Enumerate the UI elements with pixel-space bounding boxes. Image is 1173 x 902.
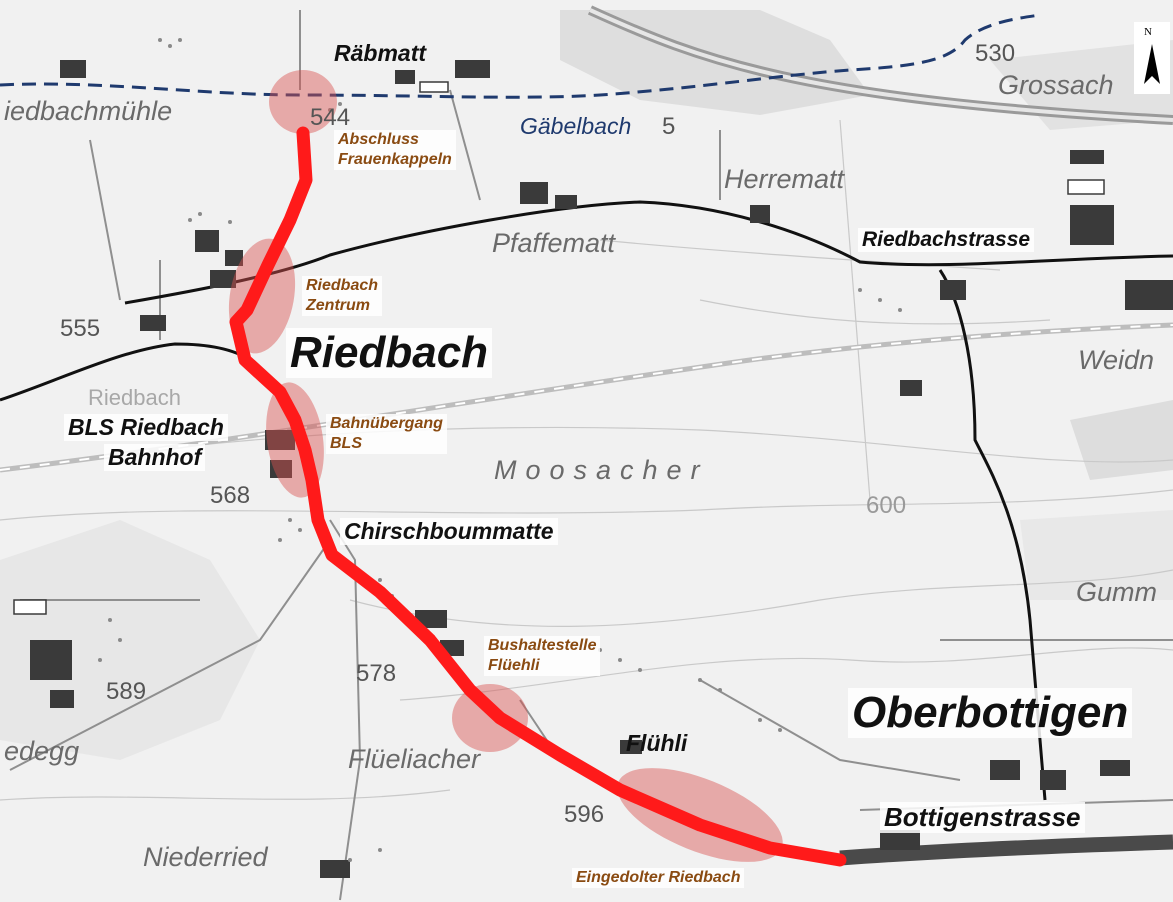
- annotation-zentrum-line2: Zentrum: [306, 297, 370, 314]
- height-596: 596: [564, 801, 605, 828]
- annotation-eingedolt: Eingedolter Riedbach: [572, 868, 745, 888]
- place-riedbachmuehle: iedbachmühle: [4, 96, 173, 126]
- minor-roads: [9, 10, 1173, 901]
- bls-bahnhof-line1: BLS Riedbach: [64, 414, 228, 441]
- buildings: [30, 60, 1173, 878]
- zone-riedbach-zentrum: [228, 238, 296, 354]
- railway-lines: [0, 5, 1173, 473]
- zone-bushaltestelle: [452, 684, 528, 752]
- height-589: 589: [106, 678, 147, 705]
- place-moosacher: Moosacher: [494, 455, 709, 485]
- annotation-bahnuebergang-line2: BLS: [330, 435, 362, 452]
- annotation-bushalt-line2: Flüehli: [488, 657, 540, 674]
- height-530: 530: [975, 40, 1016, 67]
- annotation-abschluss-line2: Frauenkappeln: [338, 151, 452, 168]
- annotation-bushalt-line1: Bushaltestelle: [488, 637, 597, 654]
- north-label: N: [1144, 26, 1152, 38]
- height-568: 568: [210, 482, 251, 509]
- bls-bahnhof-line2: Bahnhof: [104, 444, 206, 471]
- place-pfaffematt: Pfaffematt: [492, 228, 616, 258]
- road-bottigenstrasse: Bottigenstrasse: [880, 802, 1085, 833]
- place-fluehli: Flühli: [626, 730, 688, 756]
- north-arrow: N: [1134, 22, 1170, 94]
- place-oberbottigen: Oberbottigen: [848, 688, 1133, 738]
- place-gumm: Gumm: [1076, 577, 1157, 607]
- north-arrow-icon: [1144, 44, 1160, 84]
- place-edegg: edegg: [4, 736, 80, 766]
- place-chirschboummatte: Chirschboummatte: [340, 518, 558, 545]
- annotation-bushaltestelle: Bushaltestelle Flüehli: [484, 636, 601, 676]
- stream-gaebelbach: Gäbelbach: [520, 113, 632, 139]
- main-roads: [0, 200, 1173, 801]
- height-578: 578: [356, 660, 397, 687]
- annotation-bahnuebergang-line1: Bahnübergang: [330, 415, 443, 432]
- place-flueeliacher: Flüeliacher: [348, 744, 481, 774]
- place-riedbach: Riedbach: [286, 328, 493, 378]
- bottigenstrasse-road: [839, 834, 1173, 866]
- height-600: 600: [866, 492, 907, 519]
- annotation-zentrum-line1: Riedbach: [306, 277, 379, 294]
- hatched-buildings: [13, 81, 1105, 615]
- route-line: [229, 126, 847, 867]
- annotation-riedbach-zentrum: Riedbach Zentrum: [302, 276, 383, 316]
- stream-km-label: 5: [662, 113, 676, 140]
- road-riedbachstrasse: Riedbachstrasse: [858, 228, 1035, 252]
- height-555: 555: [60, 315, 101, 342]
- zone-eingedolt: [617, 768, 783, 862]
- place-herrematt: Herrematt: [724, 164, 845, 194]
- zone-abschluss: [269, 70, 337, 134]
- annotation-abschluss-line1: Abschluss: [338, 131, 419, 148]
- annotation-bahnuebergang: Bahnübergang BLS: [326, 414, 447, 454]
- height-544: 544: [310, 104, 351, 131]
- annotation-abschluss: Abschluss Frauenkappeln: [334, 130, 456, 170]
- place-weidn: Weidn: [1078, 345, 1155, 375]
- place-grossach: Grossach: [998, 70, 1114, 100]
- place-raebmatt: Räbmatt: [334, 40, 427, 66]
- place-niederried: Niederried: [143, 842, 268, 872]
- place-riedbach-gray: Riedbach: [88, 385, 181, 410]
- tree-dots: [98, 38, 902, 862]
- gaebelbach-stream: [0, 13, 1041, 99]
